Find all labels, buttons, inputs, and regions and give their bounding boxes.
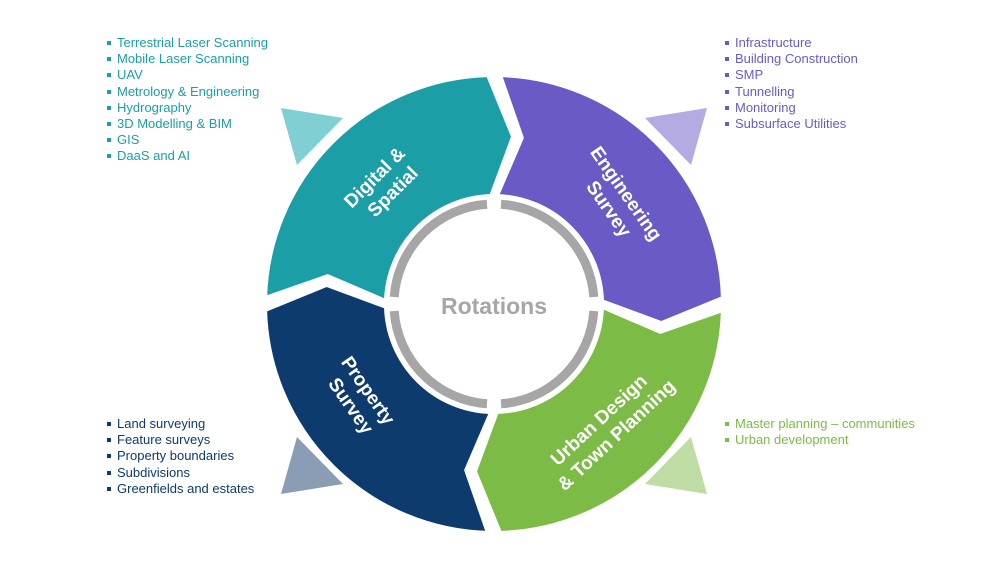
list-item: 3D Modelling & BIM xyxy=(107,116,268,132)
list-item: UAV xyxy=(107,67,268,83)
center-title: Rotations xyxy=(441,293,547,319)
list-item: Terrestrial Laser Scanning xyxy=(107,35,268,51)
list-item: SMP xyxy=(725,67,858,83)
property-survey-segment xyxy=(263,282,494,535)
urban-design-list: Master planning – communities Urban deve… xyxy=(725,416,915,448)
digital-spatial-list: Terrestrial Laser Scanning Mobile Laser … xyxy=(107,35,268,165)
inner-ring-quarter xyxy=(500,199,599,298)
list-item: Feature surveys xyxy=(107,432,254,448)
list-item: Master planning – communities xyxy=(725,416,915,432)
inner-ring-quarter xyxy=(500,310,599,409)
list-item: Mobile Laser Scanning xyxy=(107,51,268,67)
inner-ring-quarter xyxy=(389,310,488,409)
list-item: Subsurface Utilities xyxy=(725,116,858,132)
list-item: Tunnelling xyxy=(725,84,858,100)
list-item: Metrology & Engineering xyxy=(107,84,268,100)
list-item: Land surveying xyxy=(107,416,254,432)
list-item: GIS xyxy=(107,132,268,148)
list-item: Hydrography xyxy=(107,100,268,116)
engineering-survey-segment xyxy=(494,73,725,326)
urban-corner-triangle xyxy=(645,437,707,494)
property-corner-triangle xyxy=(281,437,343,494)
urban-design-segment xyxy=(472,304,725,535)
list-item: Monitoring xyxy=(725,100,858,116)
list-item: Property boundaries xyxy=(107,448,254,464)
property-survey-list: Land surveying Feature surveys Property … xyxy=(107,416,254,497)
engineering-corner-triangle xyxy=(645,108,707,165)
list-item: Greenfields and estates xyxy=(107,481,254,497)
inner-ring-quarter xyxy=(389,199,488,298)
list-item: Subdivisions xyxy=(107,465,254,481)
list-item: Building Construction xyxy=(725,51,858,67)
digital-corner-triangle xyxy=(281,108,343,165)
engineering-survey-list: Infrastructure Building Construction SMP… xyxy=(725,35,858,132)
list-item: DaaS and AI xyxy=(107,148,268,164)
list-item: Urban development xyxy=(725,432,915,448)
digital-spatial-segment xyxy=(263,73,516,304)
list-item: Infrastructure xyxy=(725,35,858,51)
